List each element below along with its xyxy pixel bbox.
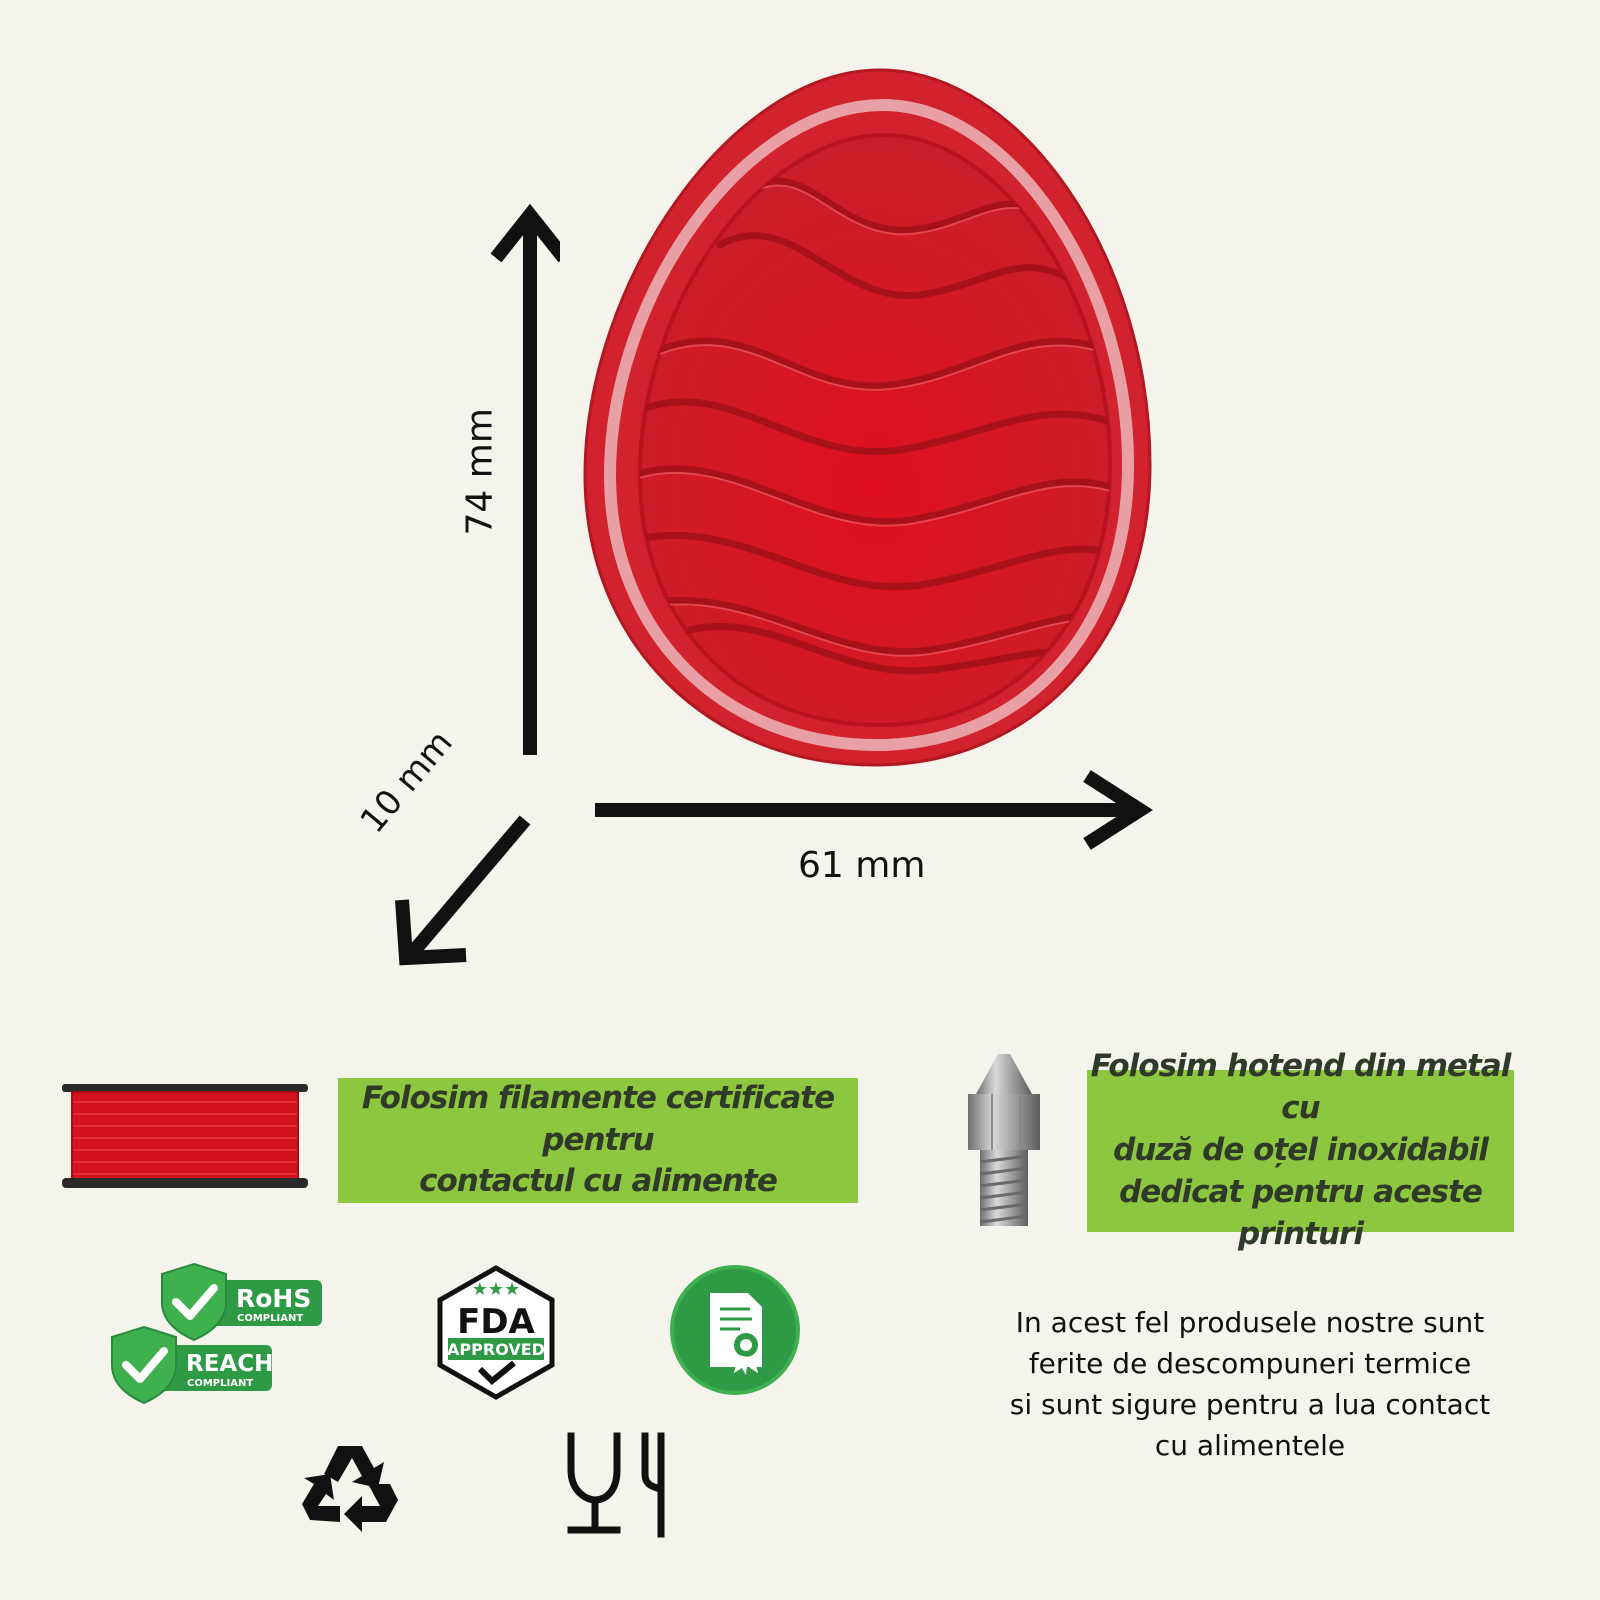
certificate-icon (670, 1265, 800, 1395)
rohs-subtitle: COMPLIANT (237, 1313, 303, 1324)
height-label: 74 mm (459, 408, 501, 536)
nozzle-icon (962, 1050, 1046, 1230)
product-image (580, 65, 1170, 780)
reach-badge: REACH COMPLIANT (110, 1325, 275, 1407)
safety-note-line-2: ferite de descompuneri termice (1028, 1347, 1472, 1380)
filament-spool-icon (60, 1080, 310, 1190)
fda-badge: ★★★ FDA APPROVED (436, 1265, 556, 1400)
reach-title: REACH (186, 1351, 273, 1377)
fda-subtitle: APPROVED (447, 1340, 545, 1359)
feature-hotend-box: Folosim hotend din metal cu duză de oțel… (1087, 1048, 1514, 1252)
fda-title: FDA (457, 1302, 535, 1342)
feature-filament-line-2: contactul cu alimente (419, 1163, 778, 1200)
feature-hotend-line-1: Folosim hotend din metal cu (1090, 1048, 1512, 1127)
feature-filament-box: Folosim filamente certificate pentru con… (338, 1078, 858, 1203)
svg-text:★★★: ★★★ (472, 1279, 520, 1299)
rohs-badge: RoHS COMPLIANT (160, 1262, 325, 1342)
feature-filament-line-1: Folosim filamente certificate pentru (361, 1079, 835, 1158)
recycle-icon (300, 1440, 400, 1535)
width-arrow (595, 770, 1155, 850)
feature-hotend-line-2: duză de oțel inoxidabil (1113, 1132, 1489, 1169)
reach-subtitle: COMPLIANT (187, 1378, 253, 1389)
width-label: 61 mm (798, 845, 926, 886)
safety-note-line-3: si sunt sigure pentru a lua contact (1009, 1388, 1491, 1421)
depth-arrow (390, 810, 540, 970)
feature-hotend-line-3: dedicat pentru aceste printuri (1119, 1173, 1483, 1252)
rohs-title: RoHS (236, 1284, 311, 1313)
safety-note-line-1: In acest fel produsele nostre sunt (1015, 1306, 1485, 1339)
food-safe-icon (565, 1430, 675, 1540)
height-arrow (480, 200, 560, 760)
safety-note-line-4: cu alimentele (1154, 1429, 1346, 1462)
safety-note: In acest fel produsele nostre sunt ferit… (1000, 1302, 1500, 1466)
